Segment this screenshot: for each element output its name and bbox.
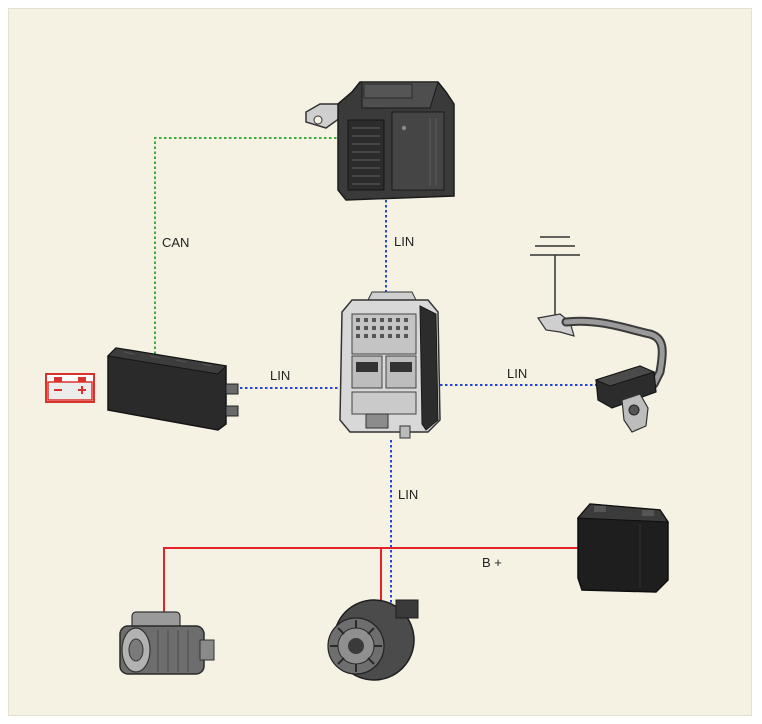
battery: [576, 503, 669, 593]
body-control-module: [106, 347, 239, 431]
engine-control-unit: [305, 81, 455, 201]
starter-motor: [119, 611, 215, 675]
lin-label-alternator: LIN: [398, 487, 419, 502]
b-plus-label: B +: [482, 555, 502, 570]
b-plus-line: [163, 547, 580, 614]
battery-sensor: [536, 313, 667, 433]
can-label: CAN: [162, 235, 190, 250]
power-distribution-module: [339, 291, 441, 439]
lin-label-bcm: LIN: [270, 368, 291, 383]
can-bus-line: [154, 137, 348, 354]
lin-label-battery-sensor: LIN: [507, 366, 528, 381]
alternator: [327, 599, 419, 681]
ground-symbol: [530, 236, 580, 320]
battery-warning-indicator: [45, 373, 95, 403]
lin-label-ecu: LIN: [394, 234, 415, 249]
